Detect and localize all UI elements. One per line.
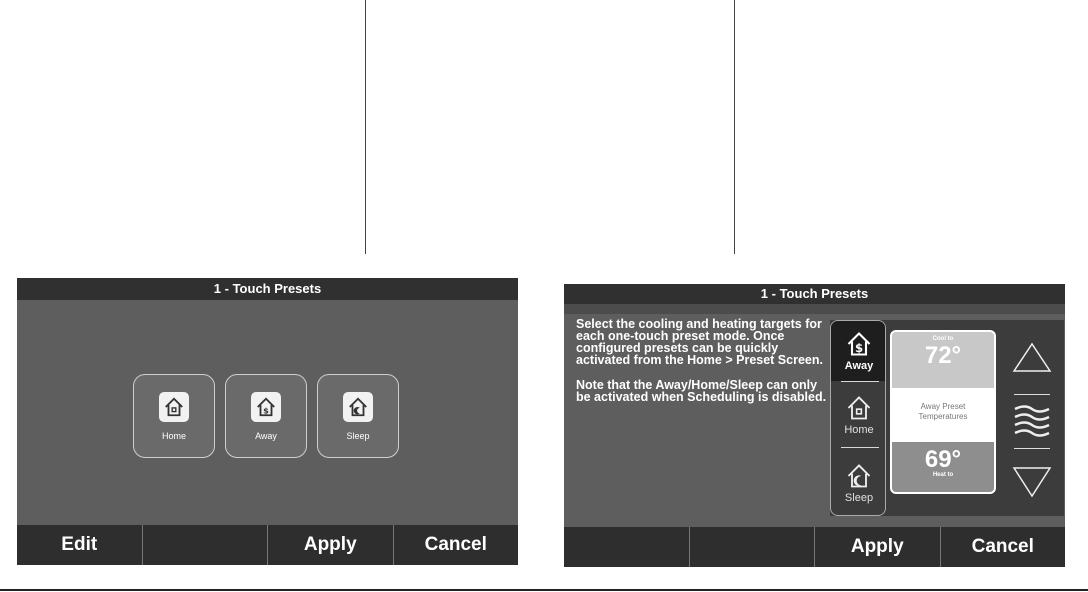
decrease-button[interactable] [1006, 454, 1058, 510]
apply-button[interactable]: Apply [267, 525, 393, 565]
preset-caption-line-1: Away Preset [920, 402, 966, 411]
mode-away-tab[interactable]: $ Away [831, 321, 885, 381]
mode-label: Home [844, 424, 874, 436]
bottom-action-bar: Apply Cancel [564, 527, 1065, 567]
instruction-paragraph-2: Note that the Away/Home/Sleep can only b… [576, 378, 827, 404]
away-dollar-home-icon: $ [847, 332, 871, 356]
preset-buttons: Home $ Away Sleep [133, 374, 399, 458]
page-rule [0, 589, 1088, 591]
mode-home-tab[interactable]: Home [831, 385, 885, 445]
fan-waves-icon [1014, 405, 1050, 437]
cancel-button[interactable]: Cancel [392, 525, 519, 565]
preset-sleep-button[interactable]: Sleep [317, 374, 399, 458]
preset-label: Home [161, 430, 186, 441]
mode-label: Sleep [844, 492, 874, 504]
edit-button[interactable]: Edit [61, 534, 98, 555]
cool-setpoint-value: 72° [924, 342, 962, 369]
fan-button[interactable] [1006, 398, 1058, 444]
screen-title: 1 - Touch Presets [564, 284, 1065, 304]
screen-title: 1 - Touch Presets [17, 278, 518, 300]
sleep-moon-home-icon [847, 464, 871, 488]
cool-to-label: Cool to [932, 336, 954, 342]
instructions-text: Select the cooling and heating targets f… [576, 318, 831, 416]
heat-setpoint-value: 69° [924, 446, 962, 473]
empty-slot-button [564, 527, 689, 567]
preset-temperature-display: Cool to 72° Away Preset Temperatures 69°… [890, 330, 996, 494]
preset-home-button[interactable]: Home [133, 374, 215, 458]
up-arrow-icon [1012, 342, 1052, 372]
preset-caption-line-2: Temperatures [918, 412, 968, 421]
divider-line-2 [734, 0, 735, 254]
increase-button[interactable] [1006, 330, 1058, 384]
away-dollar-home-icon: $ [251, 391, 281, 422]
cool-setpoint[interactable]: Cool to 72° [892, 332, 994, 388]
svg-text:$: $ [263, 405, 269, 415]
svg-text:$: $ [855, 341, 863, 355]
touch-presets-screen: 1 - Touch Presets Home $ Away Sleep Edit… [17, 278, 518, 565]
mode-selector: $ Away Home Sleep [830, 320, 886, 516]
bottom-action-bar: Edit Apply Cancel [17, 525, 518, 565]
preset-away-button[interactable]: $ Away [225, 374, 307, 458]
control-divider [1014, 448, 1050, 449]
divider-line-1 [365, 0, 366, 254]
down-arrow-icon [1012, 467, 1052, 498]
instruction-paragraph-1: Select the cooling and heating targets f… [576, 317, 823, 367]
home-icon [159, 391, 189, 422]
heat-setpoint[interactable]: 69° Heat to [892, 442, 994, 492]
mode-sleep-tab[interactable]: Sleep [831, 453, 885, 513]
title-subbar [564, 304, 1065, 314]
mode-divider [841, 447, 879, 448]
preset-temperature-panel: $ Away Home Sleep Cool to 72° Away Prese… [830, 320, 1064, 516]
control-divider [1014, 394, 1050, 395]
mode-divider [841, 381, 879, 382]
touch-presets-edit-screen: 1 - Touch Presets Select the cooling and… [564, 284, 1065, 567]
preset-label: Away [255, 430, 277, 441]
heat-to-label: Heat to [932, 472, 954, 478]
home-icon [847, 396, 871, 420]
empty-slot-button [688, 527, 815, 567]
preset-caption: Away Preset Temperatures [892, 402, 994, 422]
sleep-moon-home-icon [343, 391, 373, 422]
preset-label: Sleep [346, 430, 370, 441]
empty-slot-button [141, 525, 268, 565]
cancel-button[interactable]: Cancel [939, 527, 1066, 567]
apply-button[interactable]: Apply [814, 527, 940, 567]
mode-label: Away [844, 360, 874, 372]
